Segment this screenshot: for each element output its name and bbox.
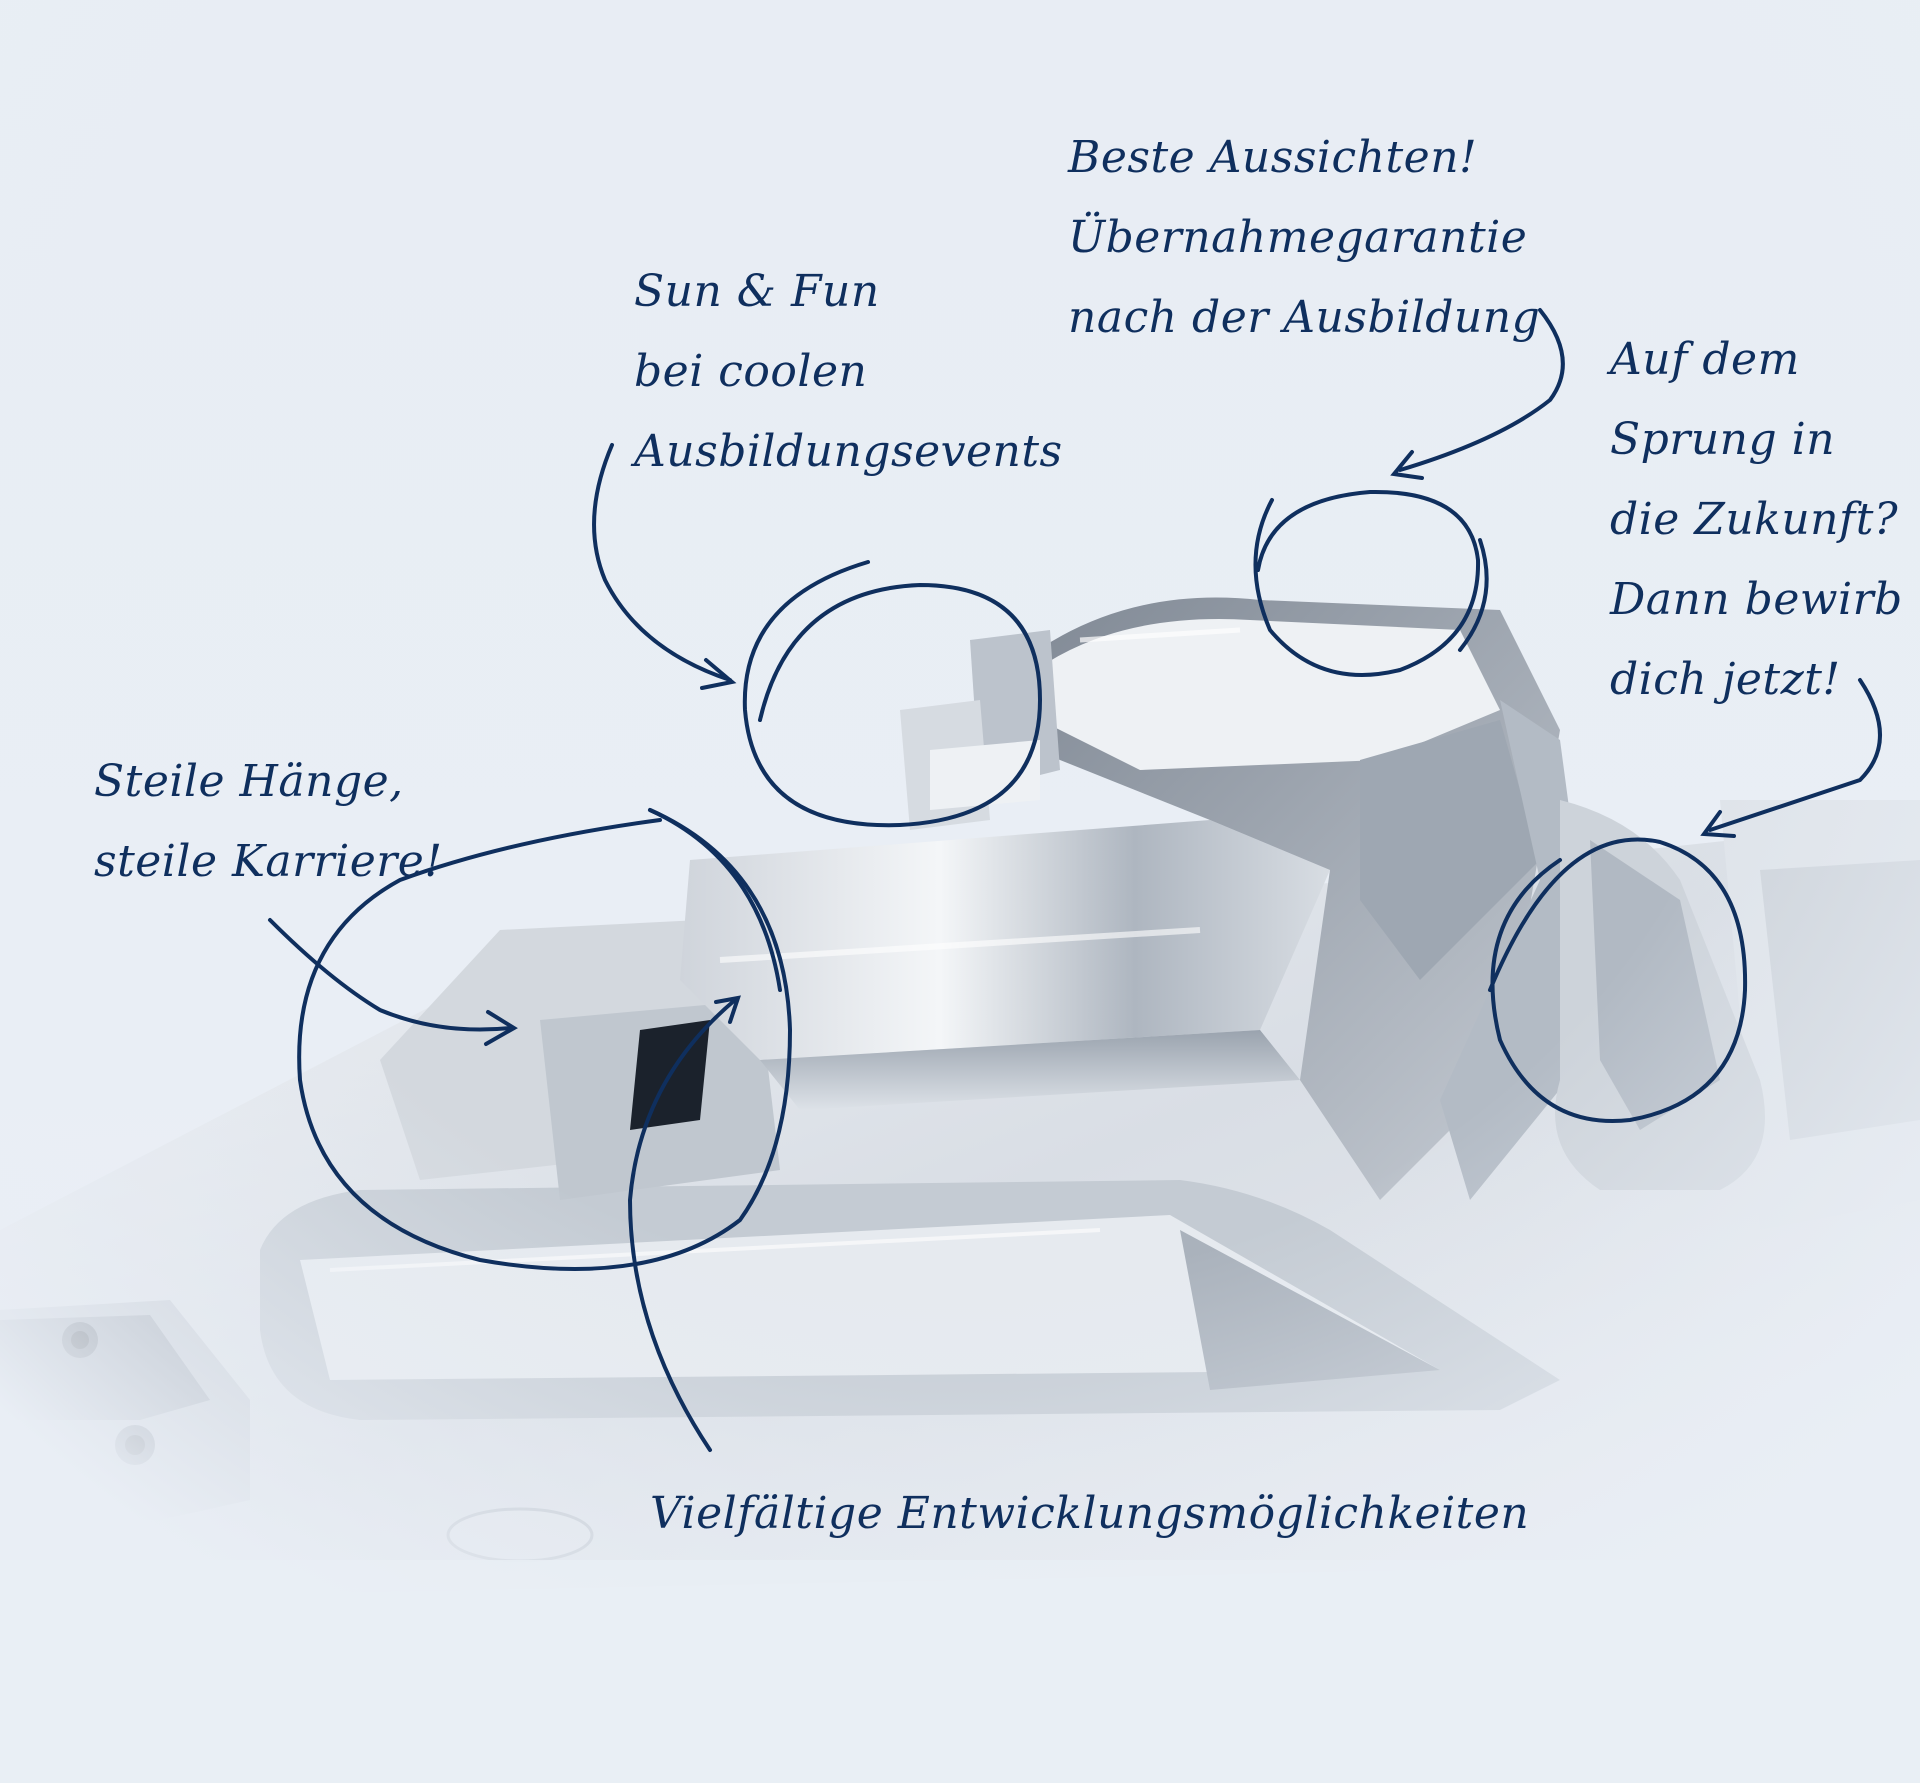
annotation-entwicklung: Vielfältige Entwicklungsmöglichkeiten bbox=[650, 1474, 1529, 1554]
circle-mark bbox=[1253, 489, 1481, 677]
annotation-line: Dann bewirb bbox=[1610, 574, 1903, 625]
annotation-line: Sprung in bbox=[1610, 414, 1836, 465]
arrow-head bbox=[714, 995, 741, 1024]
arrow-mark bbox=[268, 918, 512, 1032]
annotation-line: Übernahmegarantie bbox=[1068, 212, 1528, 263]
annotation-line: Sun & Fun bbox=[634, 266, 880, 317]
arrow-head bbox=[1390, 450, 1424, 480]
arrow-mark bbox=[627, 998, 737, 1452]
circle-mark bbox=[1488, 837, 1748, 1123]
arrow-mark bbox=[1398, 308, 1565, 472]
annotation-line: Vielfältige Entwicklungsmöglichkeiten bbox=[650, 1488, 1530, 1539]
circle-mark bbox=[297, 808, 793, 1271]
circle-mark bbox=[742, 560, 1043, 828]
annotation-line: Beste Aussichten! bbox=[1068, 132, 1478, 183]
annotation-line: Auf dem bbox=[1610, 334, 1800, 385]
annotation-sun-fun: Sun & Fun bei coolen Ausbildungsevents bbox=[634, 252, 1063, 492]
annotation-line: Steile Hänge, bbox=[94, 756, 404, 807]
arrow-head bbox=[700, 658, 737, 690]
arrow-mark bbox=[592, 443, 732, 682]
arrow-head bbox=[1700, 810, 1736, 838]
annotation-line: die Zukunft? bbox=[1610, 494, 1899, 545]
annotation-line: bei coolen bbox=[634, 346, 868, 397]
circle-mark bbox=[648, 808, 782, 992]
circle-mark bbox=[1458, 538, 1489, 652]
annotation-line: dich jetzt! bbox=[1610, 654, 1841, 705]
annotation-aussichten: Beste Aussichten! Übernahmegarantie nach… bbox=[1068, 118, 1540, 358]
annotation-line: Ausbildungsevents bbox=[634, 426, 1063, 477]
annotation-line: nach der Ausbildung bbox=[1068, 292, 1541, 343]
annotation-haenge: Steile Hänge, steile Karriere! bbox=[94, 742, 443, 902]
arrow-head bbox=[484, 1010, 518, 1046]
annotation-line: steile Karriere! bbox=[94, 836, 443, 887]
annotation-zukunft: Auf dem Sprung in die Zukunft? Dann bewi… bbox=[1610, 320, 1903, 720]
arrow-mark bbox=[1708, 678, 1882, 832]
